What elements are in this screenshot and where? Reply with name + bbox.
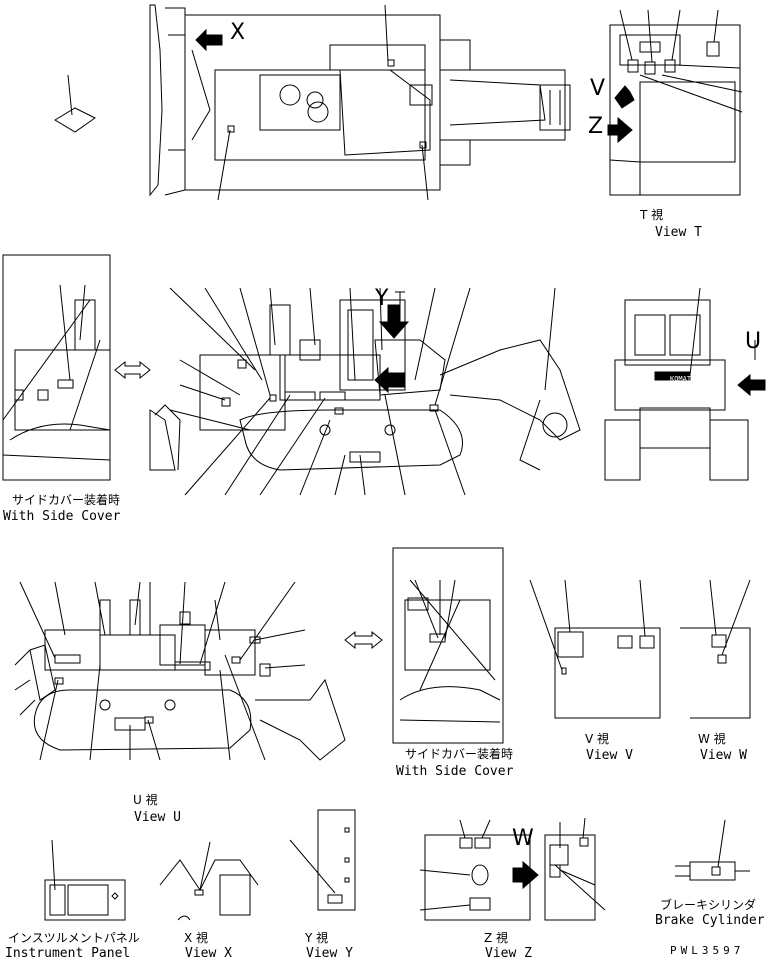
view-w-drawing <box>680 579 751 719</box>
view-t-title: T 視 <box>640 208 664 222</box>
instrument-panel-subtitle: Instrument Panel <box>5 946 131 961</box>
instrument-panel-drawing <box>44 839 126 921</box>
brake-cylinder-subtitle: Brake Cylinder <box>655 913 765 928</box>
view-z-subtitle: View Z <box>485 946 532 961</box>
view-t-drawing <box>607 9 743 196</box>
main-side-view <box>149 287 581 496</box>
brake-cylinder-title: ブレーキシリンダ <box>660 898 757 912</box>
instrument-panel-title: インスツルメントパネル <box>8 931 140 945</box>
arrow-letter-w: W <box>512 826 534 851</box>
view-u-subtitle: View U <box>134 810 181 825</box>
view-x-title: X 視 <box>184 931 209 945</box>
side-cover-inset-left <box>2 254 151 481</box>
arrow-letter-z: Z <box>588 114 604 139</box>
drawing-code: PWL3597 <box>670 944 745 957</box>
top-plan-view <box>54 4 571 201</box>
view-w-title: W 視 <box>698 732 726 746</box>
view-y-title: Y 視 <box>305 931 329 945</box>
side-cover-inset-right <box>392 547 504 744</box>
side-cover-right-subtitle: With Side Cover <box>396 764 514 779</box>
view-v-drawing <box>529 579 661 719</box>
side-cover-left-title: サイドカバー装着時 <box>12 493 121 507</box>
view-y-drawing <box>289 809 356 911</box>
view-v-subtitle: View V <box>586 748 633 763</box>
brake-cylinder-drawing <box>675 819 750 881</box>
side-cover-left-subtitle: With Side Cover <box>3 509 121 524</box>
view-u-title: U 視 <box>133 793 158 807</box>
view-w-subtitle: View W <box>700 748 747 763</box>
view-z-title: Z 視 <box>484 931 509 945</box>
brand-plate: KOMATSU <box>670 375 700 383</box>
view-v-title: V 視 <box>585 732 610 746</box>
rear-view <box>604 287 766 481</box>
right-side-view <box>14 581 383 761</box>
side-cover-right-title: サイドカバー装着時 <box>405 747 514 761</box>
view-t-subtitle: View T <box>655 225 702 240</box>
view-x-subtitle: View X <box>185 946 232 961</box>
view-z-drawing <box>419 817 606 921</box>
view-x-drawing <box>159 841 259 921</box>
arrow-letter-y: Y <box>375 286 389 311</box>
arrow-letter-x: X <box>230 20 246 45</box>
view-y-subtitle: View Y <box>306 946 353 961</box>
arrow-letter-u: U <box>745 329 762 354</box>
arrow-letter-v: V <box>590 76 606 101</box>
